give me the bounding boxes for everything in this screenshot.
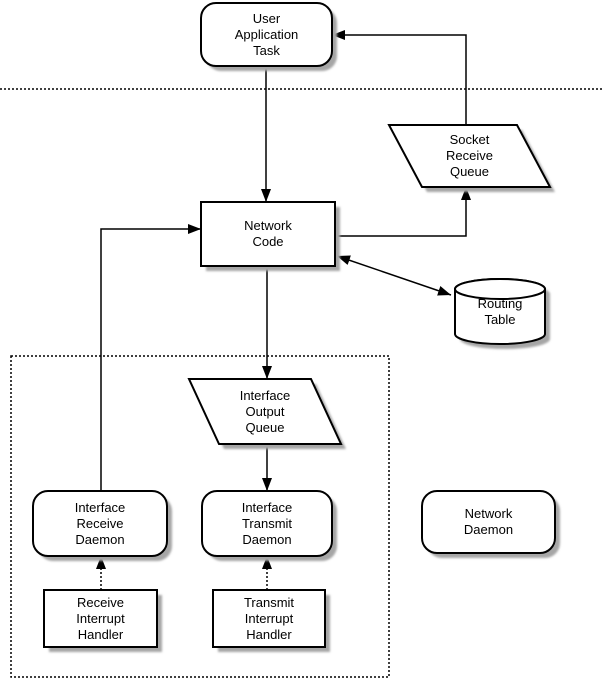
- edge-socket-queue-to-app-task: [332, 30, 467, 125]
- interface-transmit-daemon-node: [201, 490, 333, 557]
- edge-network-code-routing-table-bidirectional: [336, 255, 452, 296]
- network-code-node: [200, 201, 336, 267]
- edge-network-code-to-socket-queue: [335, 187, 471, 237]
- user-application-task-node: [200, 2, 333, 67]
- interface-receive-daemon-node: [32, 490, 168, 557]
- receive-interrupt-handler-node: [43, 589, 158, 648]
- interface-output-queue-node: [187, 378, 343, 445]
- routing-table-top: [454, 278, 546, 300]
- driver-group-box: [10, 355, 390, 678]
- network-daemon-node: [421, 490, 556, 554]
- transmit-interrupt-handler-node: [212, 589, 326, 648]
- edge-receive-daemon-to-network-code: [100, 224, 201, 491]
- socket-receive-queue-node: [387, 124, 552, 188]
